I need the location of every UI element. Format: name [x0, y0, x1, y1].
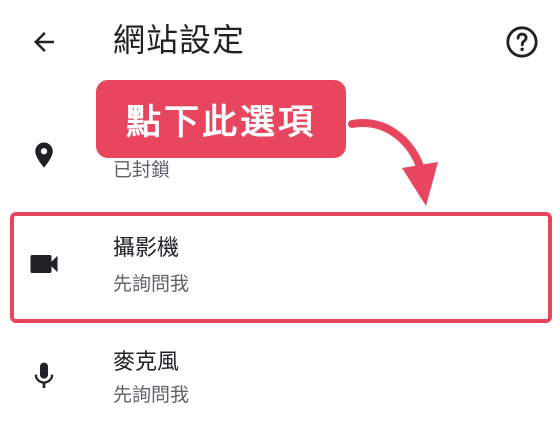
videocam-icon — [22, 242, 66, 286]
help-button[interactable] — [502, 22, 542, 62]
setting-row-title: 攝影機 — [113, 236, 180, 261]
callout-text: 點下此選項 — [125, 102, 316, 143]
setting-row-location[interactable]: 已封鎖 — [0, 105, 560, 205]
location-pin-icon — [22, 133, 66, 177]
page-title: 網站設定 — [113, 21, 246, 59]
setting-row-subtitle: 先詢問我 — [113, 273, 190, 295]
setting-row-subtitle: 已封鎖 — [113, 159, 171, 181]
app-bar: 網站設定 — [0, 0, 560, 84]
microphone-icon — [22, 354, 66, 398]
setting-row-microphone[interactable]: 麥克風 先詢問我 — [0, 334, 560, 434]
setting-row-camera[interactable]: 攝影機 先詢問我 — [0, 214, 560, 314]
arrow-back-icon — [34, 32, 54, 52]
setting-row-subtitle: 先詢問我 — [113, 384, 190, 406]
back-button[interactable] — [24, 22, 64, 62]
instruction-callout: 點下此選項 — [96, 80, 346, 158]
curved-arrow-icon — [348, 119, 438, 206]
setting-row-title: 麥克風 — [113, 350, 180, 375]
help-circle-icon — [506, 26, 538, 58]
